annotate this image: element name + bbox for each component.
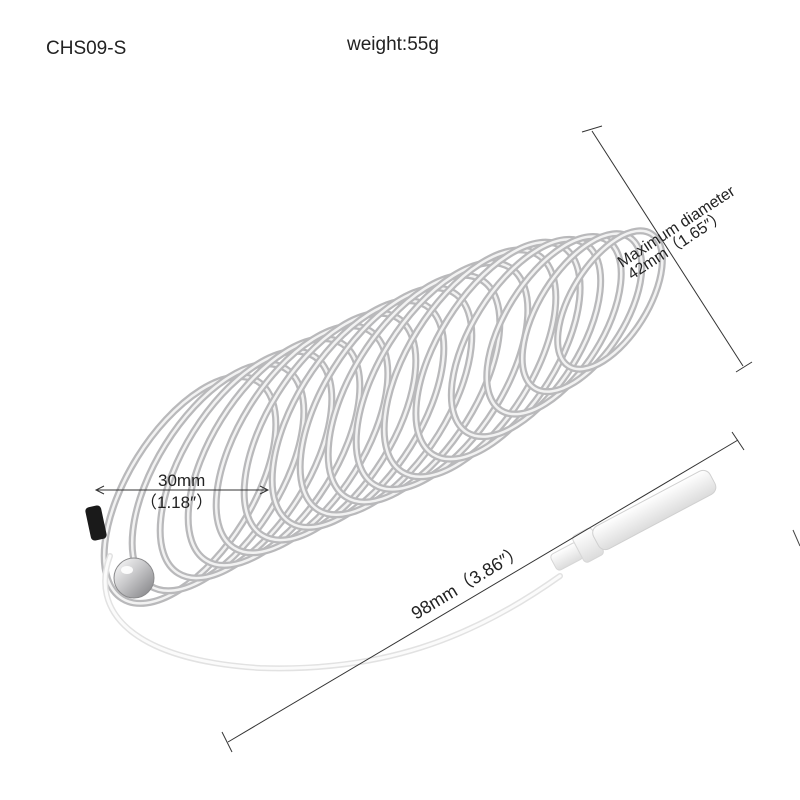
connector-plug — [550, 469, 717, 571]
weight-label: weight:55g — [347, 34, 439, 55]
length-dimension — [221, 431, 745, 753]
coil-turn-highlight — [270, 299, 446, 529]
black-sleeve — [85, 505, 107, 541]
coil-turn-highlight — [102, 375, 278, 605]
coil-turn-highlight — [158, 350, 334, 580]
coil-turn-highlight — [242, 312, 418, 542]
steel-ball — [113, 557, 155, 599]
model-code: CHS09-S — [46, 38, 127, 59]
coil-turn-highlight — [298, 286, 474, 516]
coil-turn-highlight — [186, 337, 362, 567]
coil-turn-highlight — [520, 232, 644, 393]
coil-turn-highlight — [556, 229, 664, 371]
max-diameter-dimension — [581, 125, 753, 373]
inner-diameter-value: 30mm — [158, 471, 205, 490]
inner-diameter-inch: （1.18″） — [140, 493, 213, 512]
coil-turn-highlight — [485, 235, 623, 416]
inner-diameter-dimension — [94, 485, 270, 495]
coil-turn-highlight — [214, 324, 390, 554]
metal-coil — [100, 227, 666, 607]
coil-turn-highlight — [382, 248, 558, 478]
